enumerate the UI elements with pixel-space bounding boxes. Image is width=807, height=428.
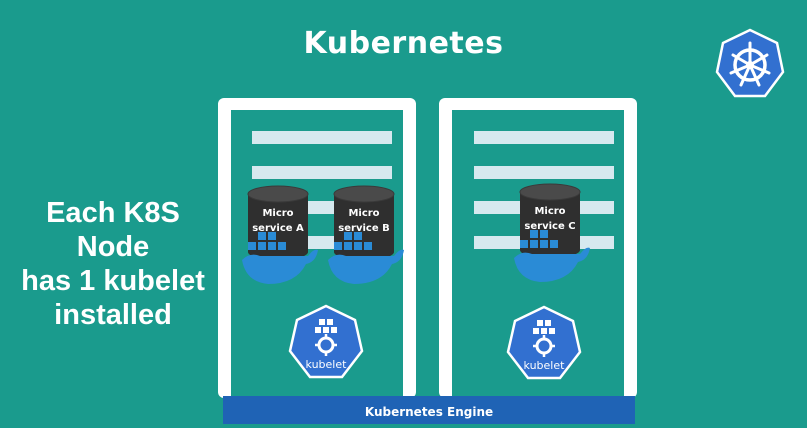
- side-caption: Each K8S Node has 1 kubelet installed: [8, 196, 218, 332]
- kubelet-icon: [288, 304, 364, 379]
- microservice-c-line-1: Micro: [534, 206, 566, 217]
- kubernetes-engine-bar: Kubernetes Engine: [223, 396, 635, 424]
- kubelet-node-b-label: kubelet: [523, 359, 565, 372]
- side-caption-line-1: Each K8S Node: [46, 197, 180, 263]
- microservice-c: Micro service C: [512, 180, 592, 290]
- microservice-b-line-1: Micro: [348, 208, 380, 219]
- microservice-c-line-2: service C: [524, 221, 576, 232]
- microservice-b-label: Micro service B: [334, 206, 394, 236]
- kubelet-node-a: kubelet: [286, 303, 366, 383]
- page-title: Kubernetes: [303, 26, 504, 61]
- microservice-a-line-2: service A: [252, 223, 304, 234]
- microservice-b: Micro service B: [326, 182, 406, 292]
- kubelet-icon: [506, 305, 582, 380]
- side-caption-line-3: installed: [54, 299, 172, 331]
- kubelet-node-b: kubelet: [504, 304, 584, 384]
- node-b-line-2: [474, 166, 614, 179]
- microservice-a: Micro service A: [240, 182, 320, 292]
- database-cylinder-icon: [242, 185, 318, 284]
- side-caption-line-2: has 1 kubelet: [21, 265, 205, 297]
- microservice-b-line-2: service B: [338, 223, 390, 234]
- node-b-line-1: [474, 131, 614, 144]
- microservice-a-line-1: Micro: [262, 208, 294, 219]
- microservice-a-label: Micro service A: [248, 206, 308, 236]
- microservice-c-label: Micro service C: [520, 204, 580, 234]
- database-cylinder-icon: [514, 183, 590, 282]
- kubernetes-logo-icon: [715, 28, 785, 98]
- node-a-line-2: [252, 166, 392, 179]
- kubelet-node-a-label: kubelet: [305, 358, 347, 371]
- database-cylinder-icon: [328, 185, 404, 284]
- node-a-line-1: [252, 131, 392, 144]
